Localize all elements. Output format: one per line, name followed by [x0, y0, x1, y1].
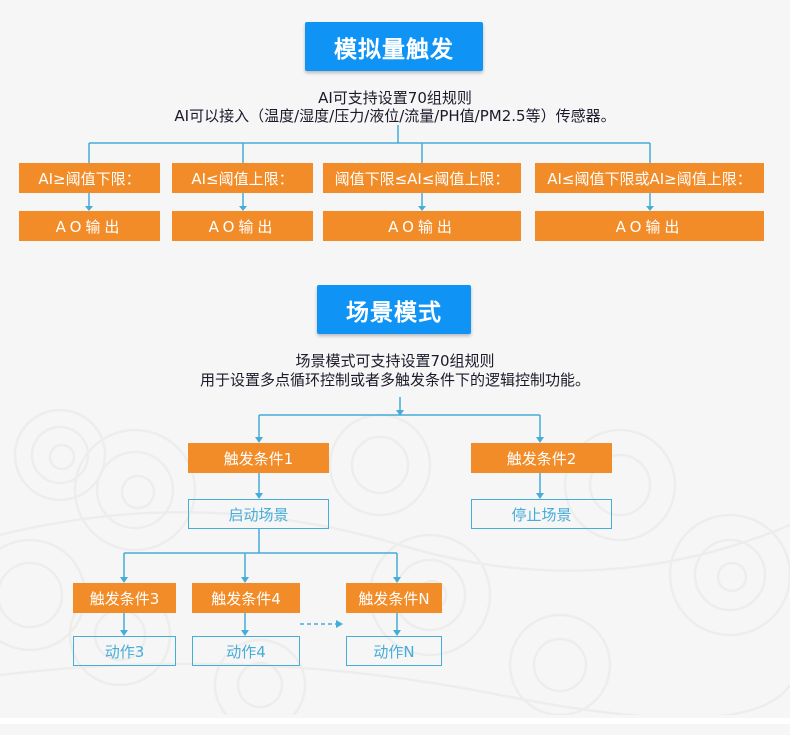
analog-trigger-title: 模拟量触发 [305, 22, 483, 71]
condition-box-2: AI≤阈值上限： [172, 163, 313, 193]
trigger-condition-n: 触发条件N [346, 583, 442, 613]
scene-mode-title: 场景模式 [317, 285, 471, 334]
stop-scene-box: 停止场景 [471, 499, 612, 529]
ao-output-box-3: AO输出 [323, 211, 521, 241]
bottom-divider [0, 718, 790, 724]
scene-desc-line1: 场景模式可支持设置70组规则 [295, 352, 495, 370]
trigger-condition-1: 触发条件1 [188, 443, 329, 473]
action-n-box: 动作N [346, 636, 442, 666]
start-scene-box: 启动场景 [188, 499, 329, 529]
condition-box-1: AI≥阈值下限： [19, 163, 160, 193]
ao-output-box-4: AO输出 [535, 211, 764, 241]
action-3-box: 动作3 [73, 636, 176, 666]
condition-box-4: AI≤阈值下限或AI≥阈值上限： [535, 163, 764, 193]
ao-output-box-1: AO输出 [19, 211, 160, 241]
trigger-condition-4: 触发条件4 [192, 583, 300, 613]
trigger-condition-3: 触发条件3 [73, 583, 176, 613]
action-4-box: 动作4 [192, 636, 300, 666]
analog-desc-line2: AI可以接入（温度/湿度/压力/液位/流量/PH值/PM2.5等）传感器。 [174, 107, 616, 125]
ao-output-box-2: AO输出 [172, 211, 313, 241]
condition-box-3: 阈值下限≤AI≤阈值上限： [323, 163, 521, 193]
analog-desc-line1: AI可支持设置70组规则 [318, 89, 472, 107]
trigger-condition-2: 触发条件2 [471, 443, 612, 473]
scene-desc-line2: 用于设置多点循环控制或者多触发条件下的逻辑控制功能。 [199, 371, 590, 389]
